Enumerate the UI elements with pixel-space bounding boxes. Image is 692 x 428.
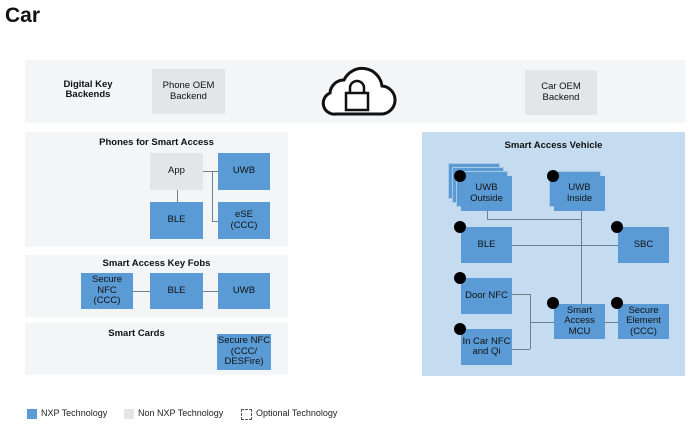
vehicle-door-nfc: Door NFC [461,278,512,314]
vehicle-incar-nfc: In Car NFC and Qi [461,329,512,365]
legend-optional: Optional Technology [256,408,338,418]
legend-non-nxp-swatch [124,409,134,419]
dot-marker [454,221,466,233]
fob-secure-nfc: Secure NFC (CCC) [81,273,133,309]
phone-app: App [150,153,203,190]
page-title: Car [5,4,41,27]
dot-marker [454,323,466,335]
legend-nxp: NXP Technology [41,408,108,418]
dot-marker [547,297,559,309]
vehicle-title: Smart Access Vehicle [504,140,603,151]
vehicle-uwb-outside: UWB Outside [461,176,512,211]
dot-marker [454,272,466,284]
backends-label: Digital Key Backends [63,78,113,100]
legend-optional-swatch [241,409,252,420]
fob-uwb: UWB [218,273,270,309]
vehicle-secure-element: Secure Element (CCC) [618,304,669,339]
phone-oem-backend: Phone OEM Backend [152,69,225,114]
fobs-title: Smart Access Key Fobs [102,258,211,269]
phones-title: Phones for Smart Access [99,137,214,148]
phone-uwb: UWB [218,153,270,190]
legend-non-nxp: Non NXP Technology [138,408,224,418]
dot-marker [611,221,623,233]
car-oem-backend: Car OEM Backend [525,70,597,115]
vehicle-uwb-inside: UWB Inside [554,176,605,211]
phone-ese: eSE (CCC) [218,202,270,239]
vehicle-sbc: SBC [618,227,669,263]
vehicle-mcu: Smart Access MCU [554,304,605,339]
dot-marker [454,170,466,182]
card-secure-nfc: Secure NFC (CCC/ DESFire) [217,334,271,370]
dot-marker [611,297,623,309]
dot-marker [547,170,559,182]
cloud-lock-icon [321,66,397,116]
vehicle-ble: BLE [461,227,512,263]
legend-nxp-swatch [27,409,37,419]
phone-ble: BLE [150,202,203,239]
fob-ble: BLE [150,273,203,309]
cards-title: Smart Cards [108,328,165,339]
